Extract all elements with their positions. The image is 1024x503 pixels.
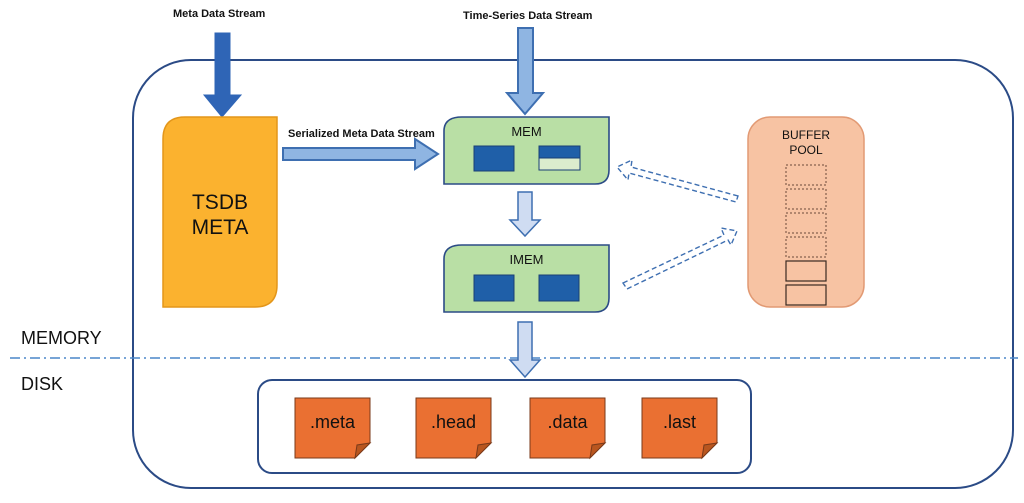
mem-label: MEM (511, 124, 542, 139)
tsdb-meta-title: TSDB META (163, 190, 277, 240)
tsdb-meta-box (162, 116, 278, 308)
buffer-slot-free (785, 236, 827, 258)
mem-block-half (538, 145, 581, 159)
buffer-slot-used (785, 260, 827, 282)
file-last (641, 397, 719, 460)
imem-label: IMEM (509, 252, 544, 267)
imem-to-buffer-arrow (621, 227, 738, 290)
mem-block (473, 145, 515, 172)
file-data (529, 397, 607, 460)
buffer-slot-used (785, 284, 827, 306)
buffer-slot-free (785, 188, 827, 210)
memory-label: MEMORY (21, 328, 102, 348)
serialized-stream-label: Serialized Meta Data Stream (288, 128, 435, 140)
file-data-label: .data (547, 412, 588, 432)
buffer-pool-line2: POOL (789, 143, 823, 157)
buffer-to-mem-arrow (615, 158, 739, 203)
buffer-pool-line1: BUFFER (782, 128, 830, 142)
disk-label: DISK (21, 374, 64, 394)
meta-stream-label: Meta Data Stream (173, 8, 266, 20)
file-meta-label: .meta (309, 412, 356, 432)
tsdb-meta-line2: META (191, 216, 249, 239)
file-head-label: .head (430, 412, 477, 432)
file-head (415, 397, 493, 460)
file-last-label: .last (662, 412, 696, 432)
imem-block-left (473, 274, 515, 302)
ts-stream-arrow (504, 27, 546, 116)
system-container (132, 59, 1014, 489)
buffer-pool-box (747, 116, 865, 308)
file-meta (294, 397, 372, 460)
ts-stream-label: Time-Series Data Stream (463, 10, 593, 22)
imem-to-disk-arrow (508, 321, 542, 379)
buffer-pool-title: BUFFER POOL (748, 128, 864, 158)
tsdb-meta-line1: TSDB (191, 191, 248, 214)
buffer-slot-free (785, 164, 827, 186)
mem-to-imem-arrow (508, 191, 542, 238)
disk-files-container (257, 379, 752, 474)
imem-block-right (538, 274, 580, 302)
buffer-slot-free (785, 212, 827, 234)
meta-stream-arrow (202, 32, 243, 118)
serialized-stream-arrow (282, 137, 440, 171)
mem-block-empty-half (538, 157, 581, 171)
